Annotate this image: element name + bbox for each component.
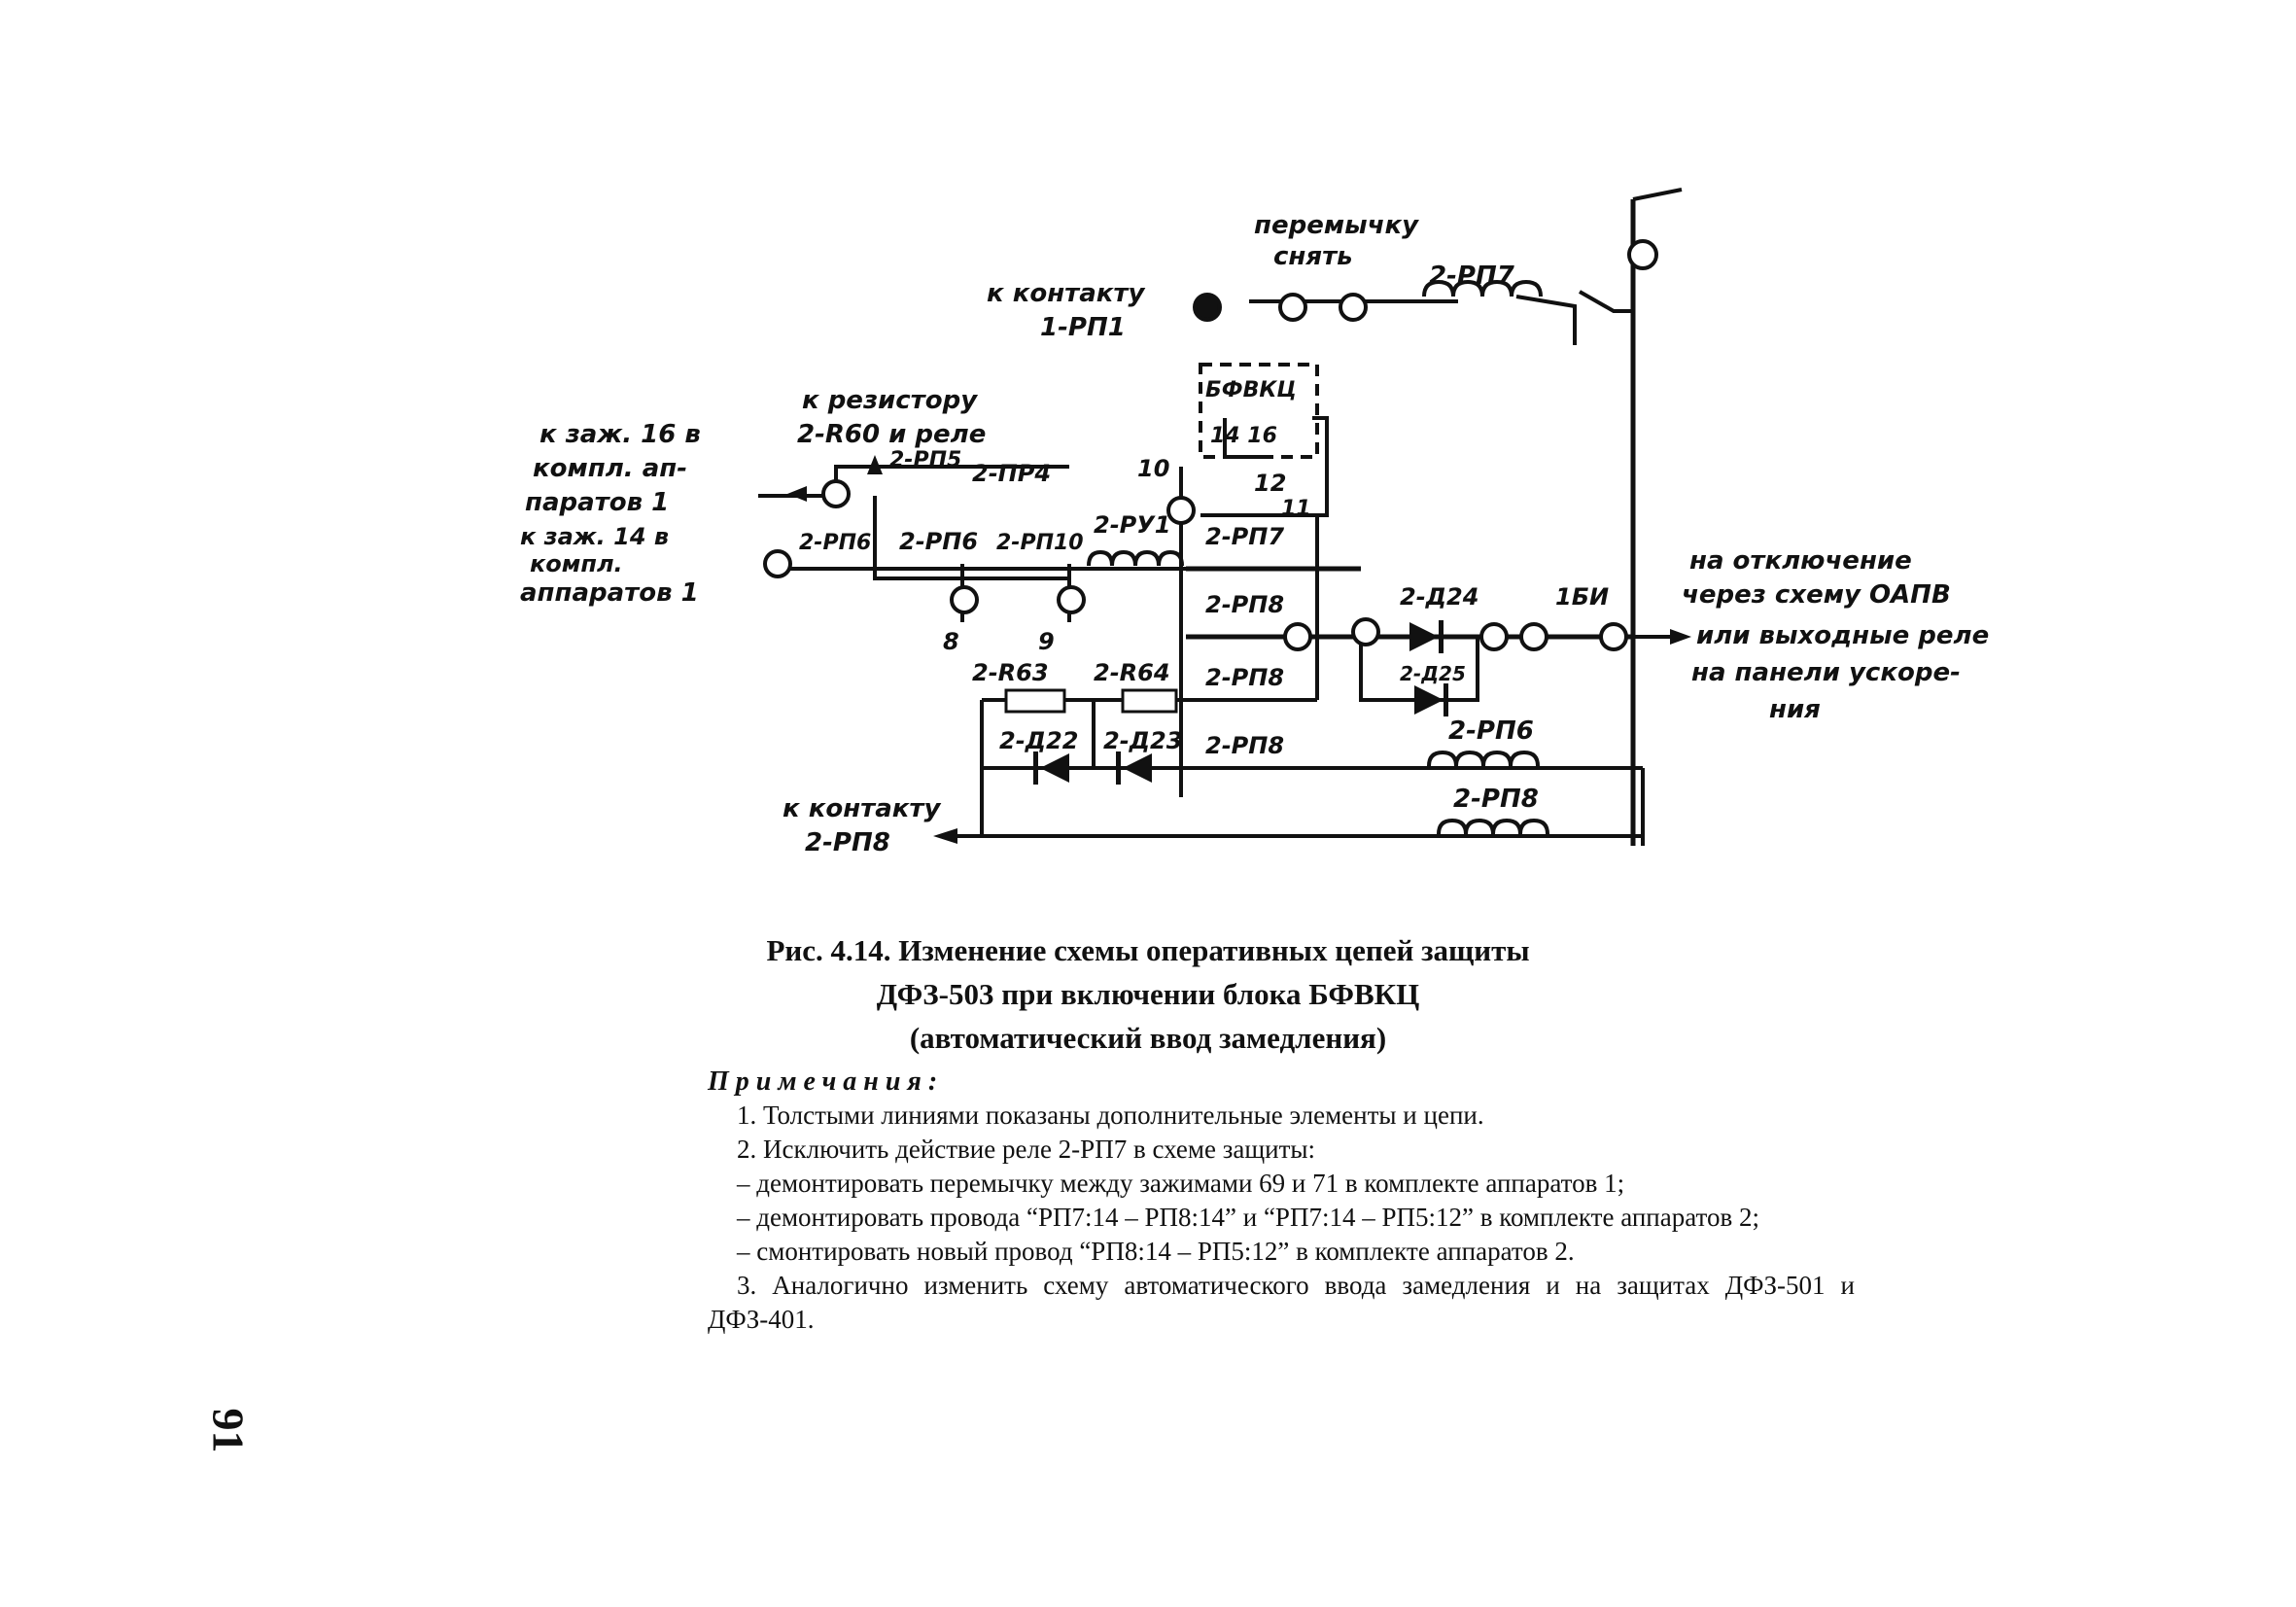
label-d25: 2-Д25 — [1400, 662, 1466, 685]
diode-symbols — [1033, 620, 1448, 785]
label-right-1: на отключение — [1689, 546, 1912, 576]
label-right-4: на панели ускоре- — [1691, 658, 1961, 687]
label-rp7-mid: 2-РП7 — [1205, 523, 1284, 550]
label-rp6b: 2-РП6 — [899, 528, 978, 555]
label-to-resistor-2: 2-R60 и реле — [797, 420, 986, 449]
label-rp8b: 2-РП8 — [1205, 664, 1284, 691]
label-bfvkc: БФВКЦ — [1205, 378, 1297, 402]
label-left2-1: к заж. 14 в — [520, 523, 669, 550]
figure-caption-line2: ДФЗ-503 при включении блока БФВКЦ — [876, 977, 1420, 1011]
label-rp8-bottom: 2-РП8 — [1453, 785, 1539, 814]
figure-caption-line1: Рис. 4.14. Изменение схемы оперативных ц… — [766, 933, 1530, 967]
label-bfvkc-pins: 14 16 — [1210, 424, 1277, 448]
diagram-labels: перемычку снять к контакту 1-РП1 2-РП7 Б… — [520, 211, 1989, 857]
label-d22: 2-Д22 — [999, 727, 1078, 754]
note-1: 1. Толстыми линиями показаны дополнитель… — [737, 1100, 1484, 1130]
label-right-2: через схему ОАПВ — [1682, 580, 1951, 610]
label-to-resistor-1: к резистору — [802, 386, 978, 415]
label-rp7-top: 2-РП7 — [1429, 262, 1515, 291]
note-2: 2. Исключить действие реле 2-РП7 в схеме… — [737, 1135, 1316, 1164]
label-rp8c: 2-РП8 — [1205, 732, 1284, 759]
label-right-3: или выходные реле — [1696, 621, 1989, 650]
label-bi: 1БИ — [1555, 583, 1609, 611]
label-rp8a: 2-РП8 — [1205, 591, 1284, 618]
label-n10: 10 — [1137, 455, 1169, 482]
notes-block: Примечания: 1. Толстыми линиями показаны… — [708, 1065, 1855, 1337]
label-n12: 12 — [1254, 470, 1286, 497]
label-rp6-bottom: 2-РП6 — [1448, 716, 1534, 746]
figure-caption-line3: (автоматический ввод замедления) — [909, 1021, 1387, 1055]
label-r63: 2-R63 — [972, 659, 1049, 686]
label-rp6a: 2-РП6 — [799, 531, 871, 555]
label-left1-1: к заж. 16 в — [539, 420, 701, 449]
note-2a: – демонтировать перемычку между зажимами… — [737, 1169, 1625, 1198]
page-number: 91 — [203, 1408, 254, 1453]
label-to-contact-2: к контакту — [783, 794, 942, 823]
label-rp10: 2-РП10 — [996, 531, 1084, 555]
label-left1-2: компл. ап- — [533, 454, 687, 483]
label-n11: 11 — [1281, 497, 1311, 521]
label-to-contact-1: к контакту — [987, 279, 1146, 308]
label-to-contact-2b: 2-РП8 — [805, 828, 890, 857]
label-d23: 2-Д23 — [1103, 727, 1182, 754]
wires — [758, 188, 1683, 846]
label-n8: 8 — [943, 628, 959, 655]
label-d24: 2-Д24 — [1400, 583, 1478, 611]
note-3: 3. Аналогично изменить схему автоматичес… — [708, 1271, 1855, 1334]
label-n9: 9 — [1038, 628, 1055, 655]
terminal-circles — [763, 239, 1658, 651]
label-to-contact-1b: 1-РП1 — [1040, 313, 1126, 342]
label-left2-2: компл. — [530, 550, 623, 577]
label-rp5: 2-РП5 — [889, 448, 961, 472]
arrows — [787, 455, 1691, 844]
label-pr4: 2-ПР4 — [972, 460, 1051, 487]
notes-heading: Примечания: — [708, 1066, 945, 1097]
label-r64: 2-R64 — [1094, 659, 1170, 686]
note-2c: – смонтировать новый провод “РП8:14 – РП… — [737, 1237, 1575, 1266]
label-jumper-2: снять — [1273, 242, 1353, 271]
label-left2-3: аппаратов 1 — [520, 578, 699, 608]
label-ru1: 2-РУ1 — [1094, 511, 1170, 539]
note-2b: – демонтировать провода “РП7:14 – РП8:14… — [737, 1203, 1759, 1232]
label-jumper-1: перемычку — [1254, 211, 1419, 240]
label-right-5: ния — [1769, 695, 1821, 724]
label-left1-3: паратов 1 — [525, 488, 669, 517]
